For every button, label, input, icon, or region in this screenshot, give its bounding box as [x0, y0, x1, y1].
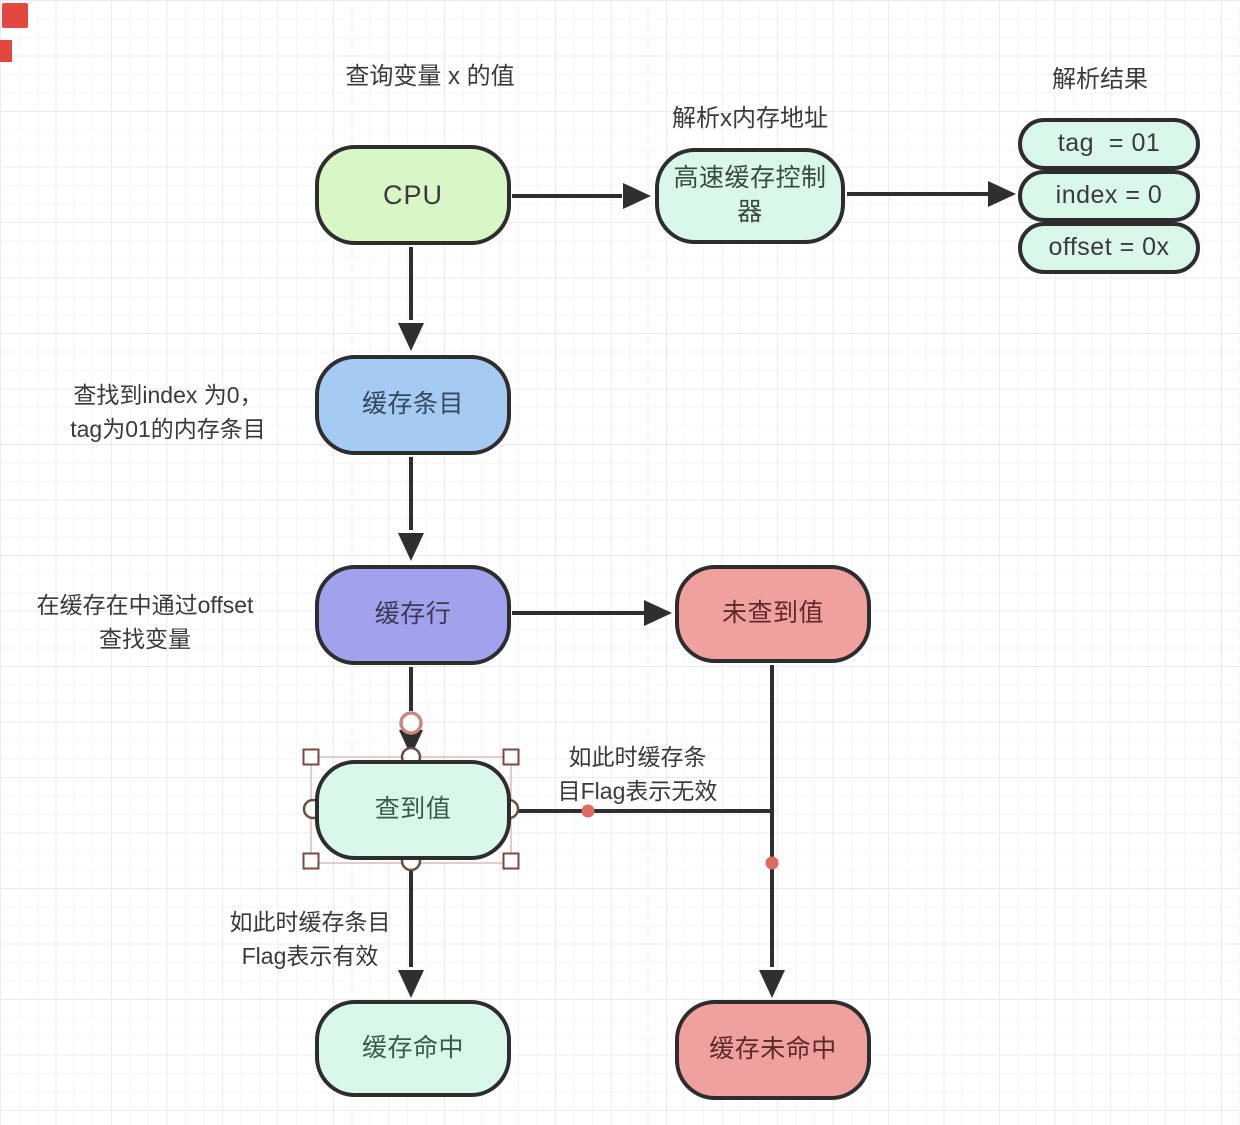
node-cache-hit[interactable]: 缓存命中 [315, 1000, 511, 1097]
node-not-found-label: 未查到值 [721, 599, 824, 628]
arrowhead-not-found-cache-miss [759, 970, 785, 998]
node-result-tag[interactable]: tag = 01 [1018, 118, 1200, 170]
node-not-found[interactable]: 未查到值 [675, 565, 871, 663]
note-offset-lookup[interactable]: 在缓存在中通过offset 查找变量 [10, 588, 280, 656]
node-cache-line[interactable]: 缓存行 [315, 565, 511, 665]
note-resolve-address[interactable]: 解析x内存地址 [672, 105, 828, 132]
corner-red-mark-top [2, 3, 28, 28]
node-cache-controller-label: 高速缓存控制器 [673, 164, 827, 226]
note-offset-lookup-line2: 查找变量 [99, 626, 191, 652]
arrowhead-cpu-cache-entry [398, 323, 424, 351]
node-result-index-label: index = 0 [1055, 181, 1163, 210]
note-offset-lookup-line1: 在缓存在中通过offset [36, 592, 254, 618]
note-index-tag-lookup-line1: 查找到index 为0， [73, 382, 263, 408]
selection-handle-sw[interactable] [302, 852, 320, 870]
note-resolve-result[interactable]: 解析结果 [1052, 66, 1148, 93]
note-flag-invalid[interactable]: 如此时缓存条 目Flag表示无效 [535, 740, 740, 808]
node-result-index[interactable]: index = 0 [1018, 170, 1200, 222]
node-cache-entry-label: 缓存条目 [361, 390, 464, 419]
node-found-label: 查到值 [374, 795, 452, 824]
node-cpu[interactable]: CPU [315, 145, 511, 245]
note-index-tag-lookup[interactable]: 查找到index 为0， tag为01的内存条目 [28, 378, 308, 446]
node-result-offset-label: offset = 0x [1048, 233, 1170, 262]
selection-handle-nw[interactable] [302, 748, 320, 766]
node-found[interactable]: 查到值 [315, 760, 511, 860]
arrowhead-controller-result [988, 181, 1016, 207]
title-query-x[interactable]: 查询变量 x 的值 [345, 63, 515, 90]
arrowhead-cache-entry-cache-line [398, 533, 424, 561]
note-flag-valid-line2: Flag表示有效 [241, 943, 379, 969]
note-flag-invalid-line2: 目Flag表示无效 [557, 778, 718, 804]
edge-endpoint-ring[interactable] [399, 711, 423, 735]
node-result-tag-label: tag = 01 [1057, 129, 1161, 158]
note-flag-valid[interactable]: 如此时缓存条目 Flag表示有效 [195, 905, 425, 973]
node-cpu-label: CPU [382, 179, 443, 210]
node-cache-entry[interactable]: 缓存条目 [315, 355, 511, 455]
arrowhead-found-cache-hit [398, 970, 424, 998]
selection-handle-se[interactable] [502, 852, 520, 870]
arrowhead-cpu-controller [623, 183, 651, 209]
arrowhead-cache-line-found [399, 730, 423, 756]
note-flag-valid-line1: 如此时缓存条目 [229, 909, 391, 935]
node-cache-miss[interactable]: 缓存未命中 [675, 1000, 871, 1100]
waypoint-dot-miss-line[interactable] [765, 856, 779, 870]
note-index-tag-lookup-line2: tag为01的内存条目 [70, 416, 266, 442]
node-cache-line-label: 缓存行 [374, 600, 452, 629]
node-cache-hit-label: 缓存命中 [361, 1033, 464, 1062]
note-flag-invalid-line1: 如此时缓存条 [568, 744, 707, 770]
arrowhead-cache-line-not-found [644, 600, 672, 626]
selection-handle-ne[interactable] [502, 748, 520, 766]
corner-red-mark-bottom [0, 40, 12, 62]
node-result-offset[interactable]: offset = 0x [1018, 222, 1200, 274]
node-cache-controller[interactable]: 高速缓存控制器 [655, 148, 845, 244]
node-cache-miss-label: 缓存未命中 [709, 1035, 837, 1064]
